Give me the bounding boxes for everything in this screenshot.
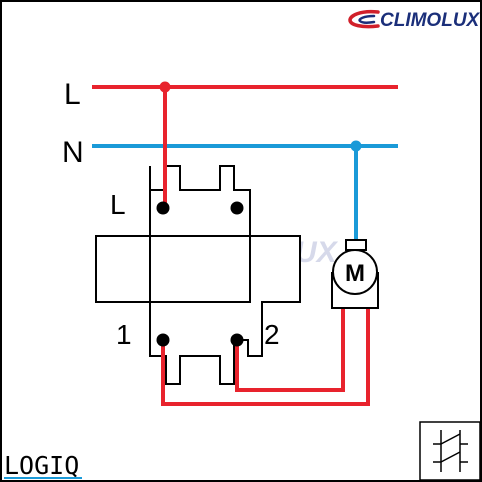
phase-junction-dot [159, 81, 171, 93]
motor-label: M [345, 260, 365, 287]
switch-body [95, 165, 301, 385]
two-way-switch-icon [419, 421, 481, 481]
switch-terminal-2 [230, 333, 244, 347]
switch-terminal-1 [156, 333, 170, 347]
switch-out-2-label: 2 [264, 319, 280, 350]
motor-circle [332, 249, 378, 295]
product-name: LOGIQ [4, 451, 79, 480]
motor: M [331, 239, 379, 309]
switch-out-1-label: 1 [116, 319, 132, 350]
switch-terminal-l [156, 201, 170, 215]
neutral-label: N [62, 136, 84, 169]
output-2-wire [235, 308, 345, 392]
line-label: L [64, 78, 81, 111]
output-1-wire [161, 308, 370, 406]
motor-top-tab [345, 239, 367, 251]
switch-line-label: L [110, 189, 126, 220]
neutral-junction-dot [350, 140, 362, 152]
climolux-swoosh-icon [348, 9, 380, 29]
brand-name: CLIMOLUX [380, 10, 481, 31]
switch-inner-square [149, 235, 251, 303]
switch-terminal-l-aux [230, 201, 244, 215]
climolux-logo: CLIMOLUX [348, 9, 481, 31]
